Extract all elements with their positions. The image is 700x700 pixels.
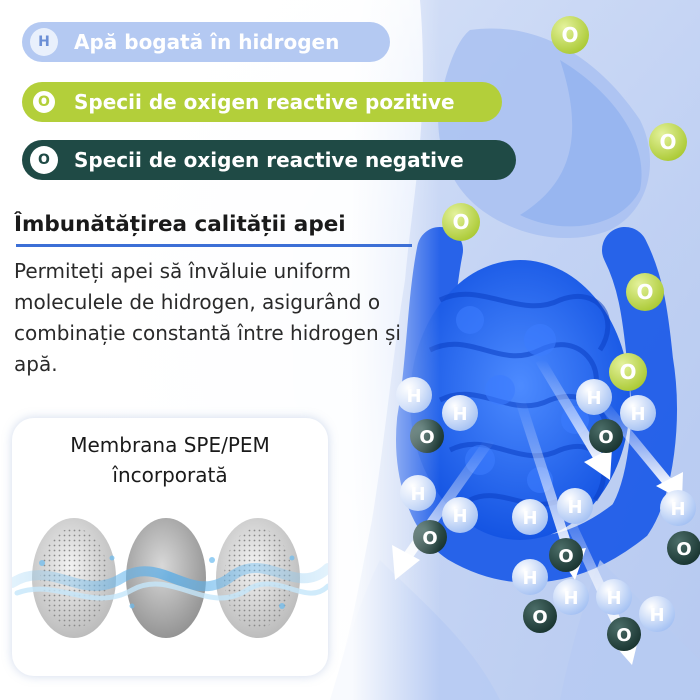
svg-text:O: O	[676, 539, 691, 560]
svg-text:O: O	[616, 625, 631, 646]
membrane-discs-illustration	[12, 518, 328, 638]
svg-text:H: H	[630, 404, 645, 425]
svg-text:O: O	[452, 210, 469, 234]
membrane-title: Membrana SPE/PEM încorporată	[12, 430, 328, 490]
svg-text:H: H	[670, 499, 685, 520]
membrane-card: Membrana SPE/PEM încorporată	[12, 418, 328, 676]
svg-text:O: O	[659, 130, 676, 154]
svg-text:H: H	[649, 605, 664, 626]
svg-text:H: H	[567, 497, 582, 518]
svg-text:O: O	[561, 23, 578, 47]
svg-text:H: H	[586, 388, 601, 409]
heading-underline	[16, 244, 412, 247]
legend-negative-label: Specii de oxigen reactive negative	[74, 148, 464, 172]
negative-oxygen-badge-icon: O	[30, 146, 58, 174]
legend-positive-label: Specii de oxigen reactive pozitive	[74, 90, 455, 114]
svg-text:O: O	[619, 360, 636, 384]
svg-text:H: H	[522, 508, 537, 529]
section-heading: Îmbunătățirea calității apei	[14, 212, 346, 237]
membrane-title-line2: încorporată	[112, 463, 228, 487]
svg-text:H: H	[563, 588, 578, 609]
svg-text:H: H	[606, 588, 621, 609]
legend-hydrogen: H Apă bogată în hidrogen	[22, 22, 390, 62]
svg-text:H: H	[452, 404, 467, 425]
legend-negative-oxygen: O Specii de oxigen reactive negative	[22, 140, 516, 180]
positive-oxygen-icon: O O O O O	[442, 16, 687, 391]
svg-text:O: O	[598, 427, 613, 448]
svg-text:O: O	[636, 280, 653, 304]
svg-text:O: O	[558, 546, 573, 567]
section-description: Permiteți apei să învăluie uniform molec…	[14, 259, 401, 376]
hydrogen-badge-icon: H	[30, 28, 58, 56]
legend-positive-oxygen: O Specii de oxigen reactive pozitive	[22, 82, 502, 122]
svg-text:H: H	[452, 506, 467, 527]
positive-oxygen-badge-icon: O	[30, 88, 58, 116]
svg-text:H: H	[522, 568, 537, 589]
svg-text:O: O	[532, 607, 547, 628]
legend-hydrogen-label: Apă bogată în hidrogen	[74, 30, 340, 54]
membrane-title-line1: Membrana SPE/PEM	[70, 433, 270, 457]
